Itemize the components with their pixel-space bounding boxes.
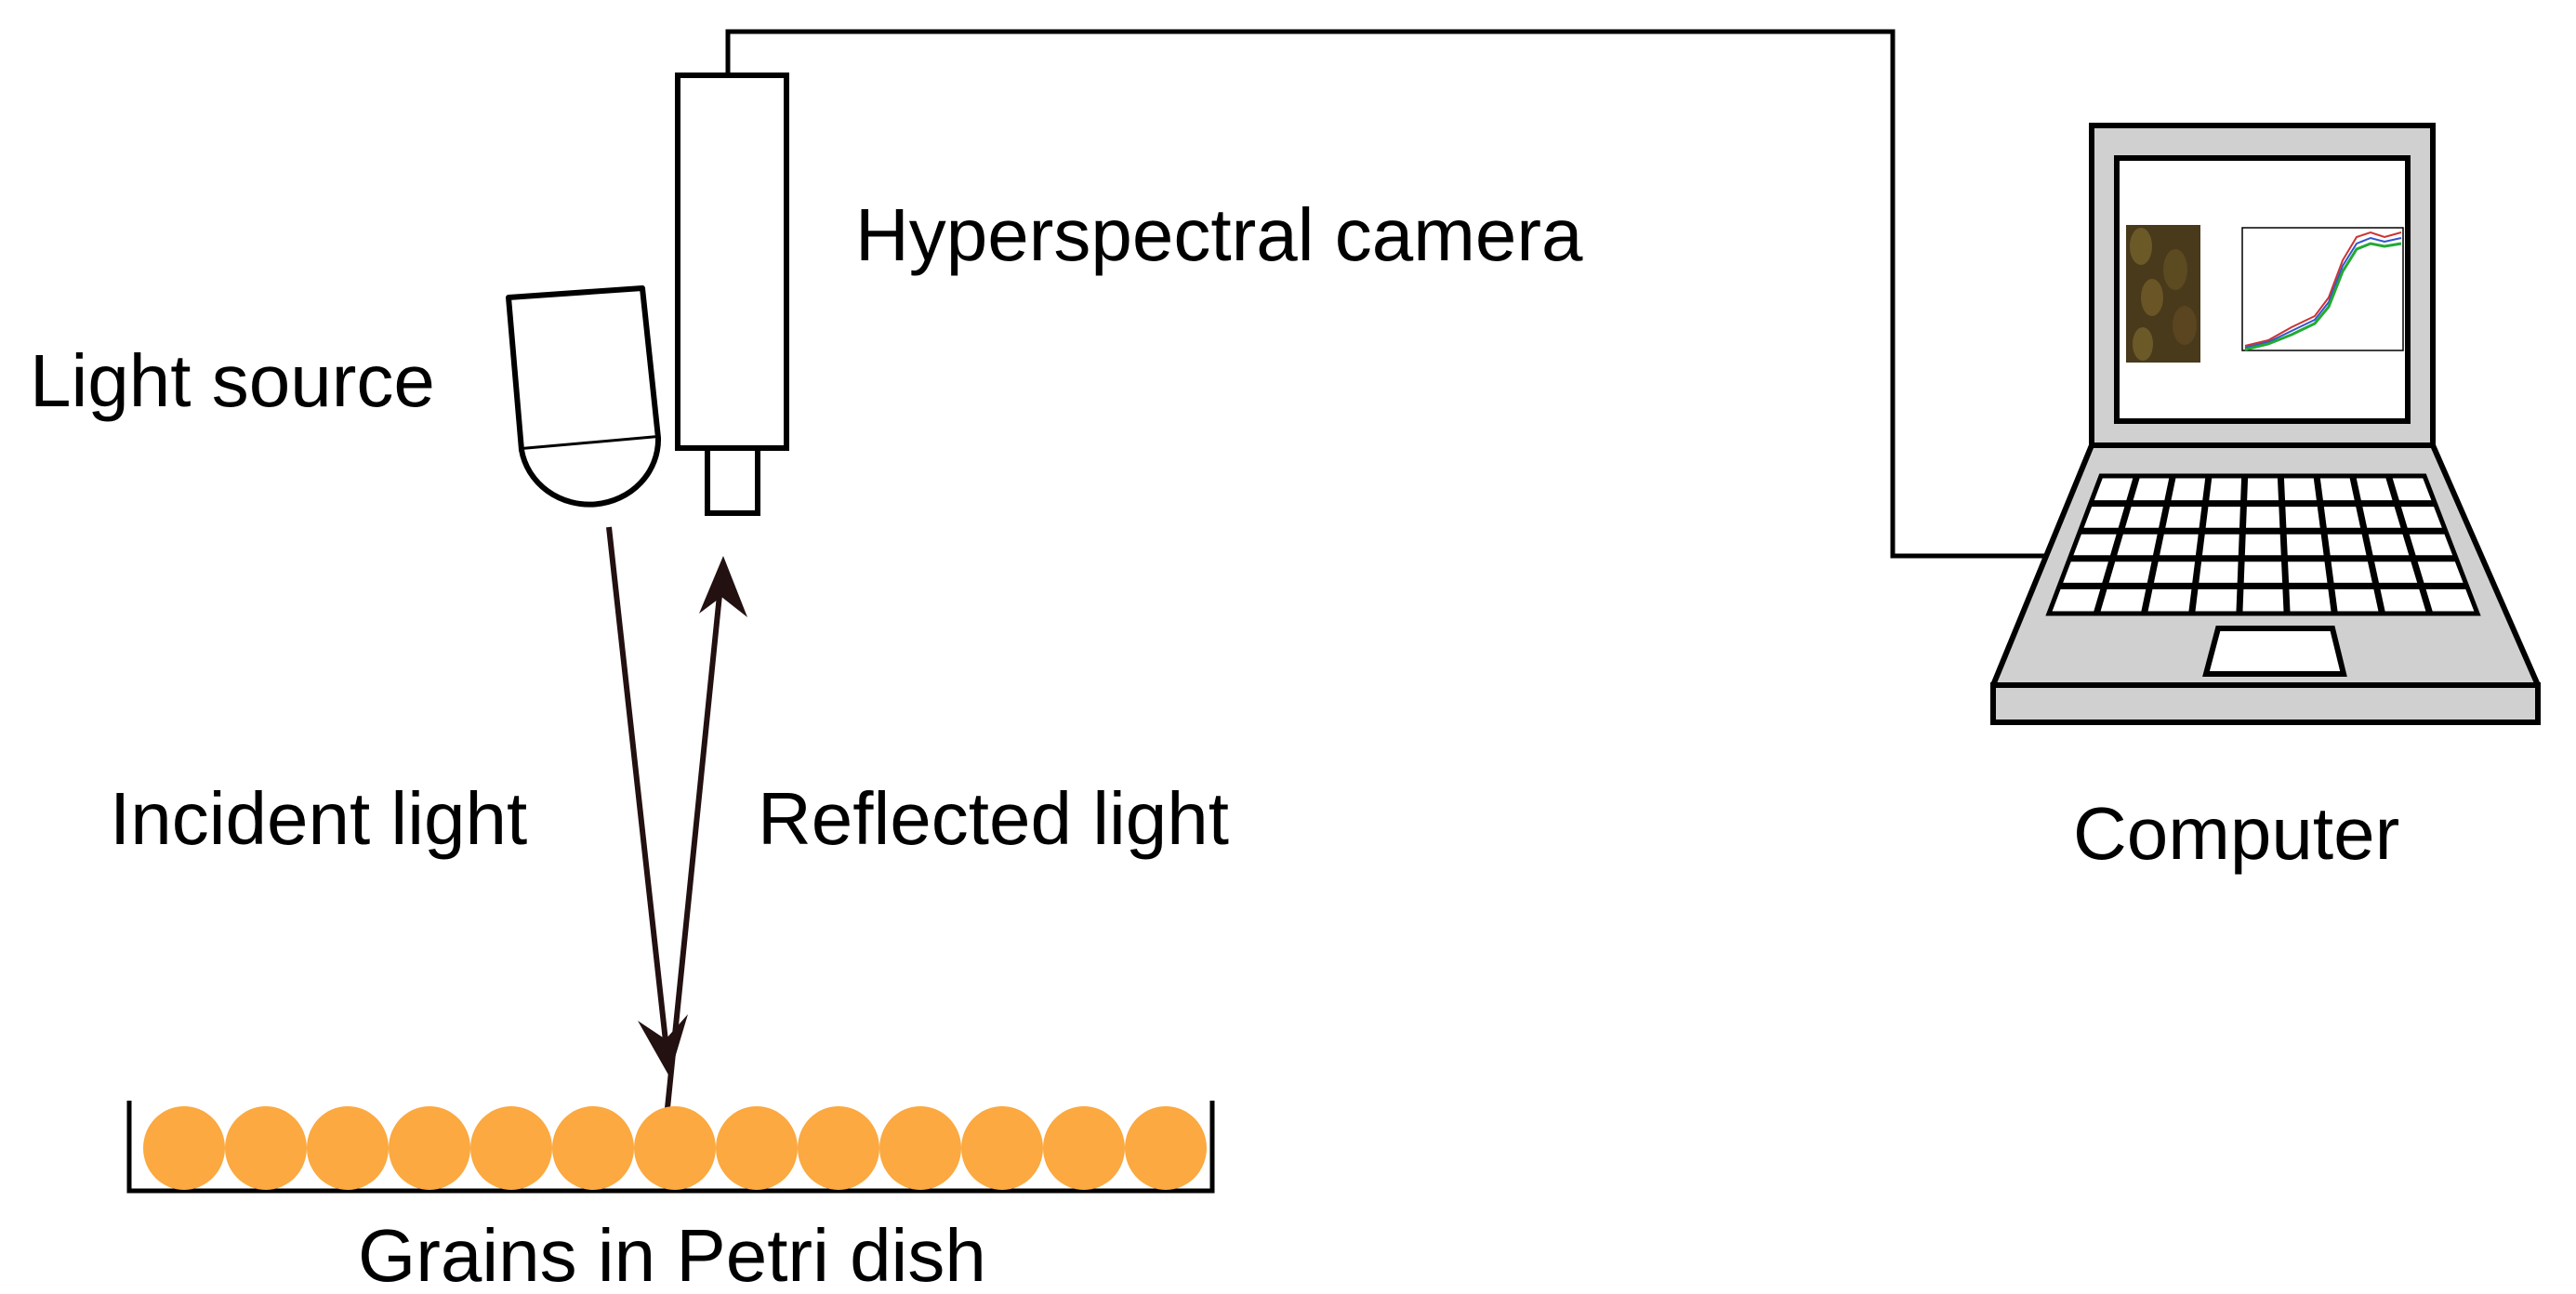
spectrum-plot-thumbnail [2241,227,2404,351]
keyboard-column-line [2313,475,2338,614]
incident-light-label: Incident light [110,777,527,860]
laptop-icon [1990,123,2541,725]
grain-icon [1043,1106,1125,1190]
camera-computer-cable [725,29,2050,559]
grain-icon [961,1106,1043,1190]
petri-dish-label: Grains in Petri dish [358,1214,986,1294]
grain-icon [798,1106,879,1190]
grain-icon [470,1106,552,1190]
keyboard-column-line [2349,475,2385,614]
computer-label: Computer [2073,792,2399,875]
touchpad [2202,626,2347,677]
keyboard-column-line [2236,475,2249,614]
reflected-light-label: Reflected light [758,777,1229,860]
grain-icon [1125,1106,1207,1190]
grain-icon [552,1106,634,1190]
keyboard-column-line [2188,475,2213,614]
keyboard [2045,473,2481,616]
keyboard-column-line [2141,475,2176,614]
grain-icon [716,1106,798,1190]
grain-icon [634,1106,716,1190]
grain-icon [307,1106,389,1190]
keyboard-column-line [2093,475,2141,614]
grain-icon [879,1106,961,1190]
grain-icon [143,1106,225,1190]
camera-label: Hyperspectral camera [855,193,1583,276]
grain-icon [225,1106,307,1190]
petri-dish-icon [126,1101,1215,1194]
grains [143,1106,1207,1190]
keyboard-column-line [2384,474,2434,615]
camera-icon [675,73,789,516]
light-source-icon [506,285,662,508]
incident-light-arrow [606,526,688,1076]
light-source-label: Light source [30,339,435,422]
keyboard-column-line [2277,475,2291,614]
reflected-light-arrow [665,556,747,1109]
grain-icon [389,1106,470,1190]
